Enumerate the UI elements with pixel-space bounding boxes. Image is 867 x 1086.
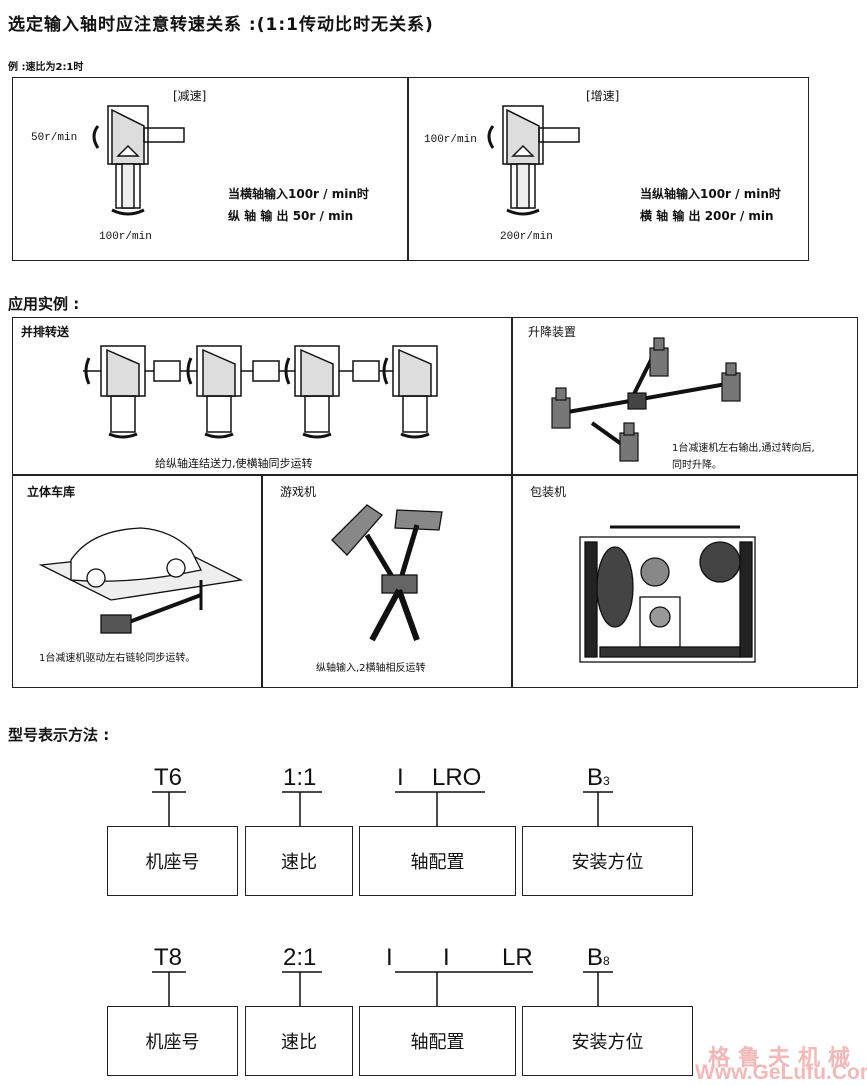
- app-garage-panel: 立体车库 1台减速机驱动左右链轮同步运转。: [12, 474, 263, 688]
- app-lift-panel: 升降装置 1台减速机左右输出,通过转向后, 同时升降。: [511, 317, 858, 476]
- model-row2-axis-code-c: LR: [502, 944, 533, 971]
- model-row2-ratio-code: 2:1: [283, 944, 317, 971]
- reduce-output-rpm: 100r/min: [99, 231, 152, 243]
- app-game-caption: 纵轴输入,2横轴相反运转: [316, 663, 426, 674]
- model-row2-axis-code-a: I: [386, 944, 393, 971]
- app-lift-caption1: 1台减速机左右输出,通过转向后,: [672, 443, 815, 454]
- model-row1-ratio-code: 1:1: [283, 764, 317, 791]
- model-row2-box-frame: 机座号: [107, 1006, 238, 1076]
- model-heading: 型号表示方法 :: [8, 726, 110, 744]
- app-garage-caption: 1台减速机驱动左右链轮同步运转。: [39, 653, 196, 664]
- page-title: 选定输入轴时应注意转速关系 :(1:1传动比时无关系): [8, 15, 434, 35]
- model-row2-mount-sub: 8: [603, 954, 610, 968]
- gearbox-reduce-icon: [92, 105, 185, 216]
- app-game-panel: 游戏机 纵轴输入,2横轴相反运转: [261, 474, 513, 688]
- model-row2-box-axis: 轴配置: [359, 1006, 516, 1076]
- model-row2-box-ratio: 速比: [245, 1006, 353, 1076]
- gearbox-increase-icon: [487, 105, 580, 216]
- model-row1-box-mount: 安装方位: [522, 826, 693, 896]
- model-row1-axis-code-a: I: [397, 764, 404, 791]
- model-row2-connectors: [152, 971, 613, 1006]
- model-row1-mount-code: B3: [587, 764, 610, 792]
- game-machine-illustration: [331, 504, 443, 642]
- app-packaging-title: 包装机: [530, 485, 567, 499]
- app-packaging-panel: 包装机: [511, 474, 858, 688]
- app-parallel-panel: 并排转送 给纵轴连结送力,使横轴同步运转: [12, 317, 513, 476]
- model-row1-box-axis: 轴配置: [359, 826, 516, 896]
- app-parallel-caption: 给纵轴连结送力,使横轴同步运转: [155, 457, 313, 470]
- model-row2-axis-code-b: I: [443, 944, 450, 971]
- increase-input-rpm: 100r/min: [424, 134, 477, 146]
- model-row1-box-ratio: 速比: [245, 826, 353, 896]
- reduce-line2: 纵 轴 输 出 50r / min: [228, 209, 354, 223]
- increase-label: [增速]: [586, 89, 620, 103]
- packaging-machine-illustration: [579, 525, 756, 663]
- app-lift-caption2: 同时升降。: [672, 460, 722, 471]
- model-row1-box-frame: 机座号: [107, 826, 238, 896]
- reduce-line1: 当横轴输入100r / min时: [228, 187, 369, 201]
- app-lift-title: 升降装置: [528, 325, 577, 339]
- model-row1-connectors: [152, 791, 613, 826]
- app-parallel-title: 并排转送: [21, 325, 70, 339]
- reduce-example-panel: [减速] 50r/min 100r/min 当横轴输入100r / min时 纵…: [12, 77, 409, 261]
- garage-illustration: [38, 527, 244, 634]
- applications-heading: 应用实例 :: [8, 295, 80, 313]
- increase-line1: 当纵轴输入100r / min时: [640, 187, 781, 201]
- increase-line2: 横 轴 输 出 200r / min: [640, 209, 774, 223]
- app-game-title: 游戏机: [280, 485, 317, 499]
- increase-output-rpm: 200r/min: [500, 231, 553, 243]
- lift-device-illustration: [551, 337, 741, 462]
- model-row2-mount-code: B8: [587, 944, 610, 972]
- model-row1-frame-code: T6: [154, 764, 183, 791]
- model-row1-mount-sub: 3: [603, 774, 610, 788]
- parallel-transfer-illustration: [83, 345, 438, 439]
- watermark-url: Www.GeLufu.Com: [695, 1061, 867, 1084]
- increase-example-panel: [增速] 100r/min 200r/min 当纵轴输入100r / min时 …: [407, 77, 809, 261]
- example-note: 例 :速比为2:1时: [8, 62, 84, 73]
- model-row2-mount-letter: B: [587, 944, 604, 971]
- model-row1-mount-letter: B: [587, 764, 604, 791]
- model-row1-axis-code-b: LRO: [432, 764, 482, 791]
- reduce-label: [减速]: [173, 89, 207, 103]
- watermark-cn: 格鲁夫机械: [708, 1045, 859, 1071]
- model-row2-frame-code: T8: [154, 944, 183, 971]
- app-garage-title: 立体车库: [27, 485, 76, 499]
- model-row2-box-mount: 安装方位: [522, 1006, 693, 1076]
- reduce-input-rpm: 50r/min: [31, 132, 78, 144]
